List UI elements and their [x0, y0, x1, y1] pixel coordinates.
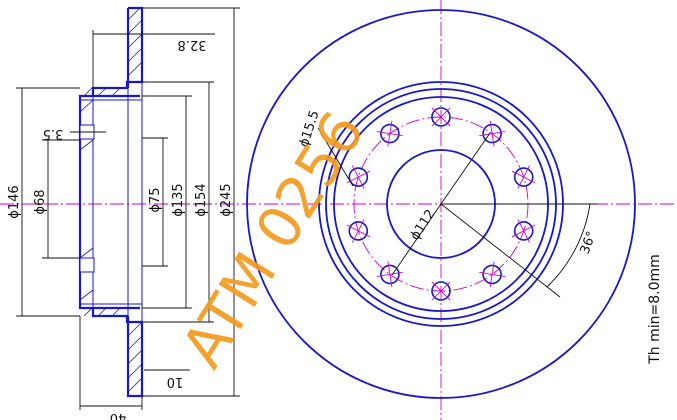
dim-flange-thickness: 3.5 — [43, 126, 64, 141]
bolt-hole-leader — [317, 127, 354, 187]
bolt-hole — [380, 264, 400, 285]
bolt-hole-section-bottom — [79, 257, 95, 273]
hatch-top — [79, 7, 143, 151]
bolt-hole-center-mark — [511, 224, 536, 238]
front-view: ϕ15.5 ϕ112 36° — [246, 0, 636, 420]
bolt-hole-center-mark — [431, 281, 451, 301]
min-thickness-note: Th min=8.0mm — [647, 254, 663, 365]
bolt-hole-center-mark — [517, 165, 531, 189]
bolt-hole-center-mark — [376, 131, 403, 137]
section-outline — [78, 6, 144, 398]
bolt-hole-center-mark — [479, 271, 506, 277]
dim-bolt-circle-dia: ϕ112 — [408, 207, 439, 243]
bolt-hole — [513, 221, 534, 241]
dim-dia-135: ϕ135 — [171, 183, 186, 216]
dim-dia-68: ϕ68 — [33, 189, 48, 214]
dim-dia-154: ϕ154 — [194, 183, 209, 216]
bolt-hole-center-mark — [346, 170, 371, 184]
bolt-hole-center-mark — [489, 120, 495, 147]
dim-disc-thickness: 10 — [167, 374, 184, 389]
dim-hole-angle: 36° — [578, 229, 600, 256]
bolt-hole — [380, 123, 400, 144]
bolt-hole-center-mark — [387, 261, 393, 288]
hatch-bottom — [79, 247, 143, 393]
bolt-hole — [482, 123, 502, 144]
bolt-holes — [346, 107, 536, 301]
thickness-dimension-lines — [70, 30, 215, 410]
diameter-dimension-lines — [16, 7, 240, 397]
angle-arc — [546, 203, 591, 288]
dim-overall-height: 40 — [110, 410, 127, 420]
bolt-hole-center-mark — [351, 219, 365, 243]
bolt-hole — [348, 221, 369, 241]
bolt-hole — [482, 264, 502, 285]
outer-rim-circle — [246, 9, 636, 399]
bolt-hole — [431, 107, 451, 127]
bolt-hole — [513, 167, 534, 187]
bolt-hole — [348, 167, 369, 187]
side-section-view: 32.8 3.5 10 40 ϕ146 ϕ68 ϕ75 ϕ135 ϕ154 ϕ2… — [0, 6, 677, 420]
dim-dia-245: ϕ245 — [219, 183, 234, 216]
dim-dia-75: ϕ75 — [148, 187, 163, 212]
watermark: ATM 0256 — [168, 100, 378, 379]
angle-leader-1 — [440, 203, 561, 298]
bolt-hole-center-mark — [431, 107, 451, 127]
dim-thickness-hat: 32.8 — [178, 37, 207, 52]
bolt-hole — [431, 281, 451, 301]
dim-dia-146: ϕ146 — [7, 185, 22, 218]
